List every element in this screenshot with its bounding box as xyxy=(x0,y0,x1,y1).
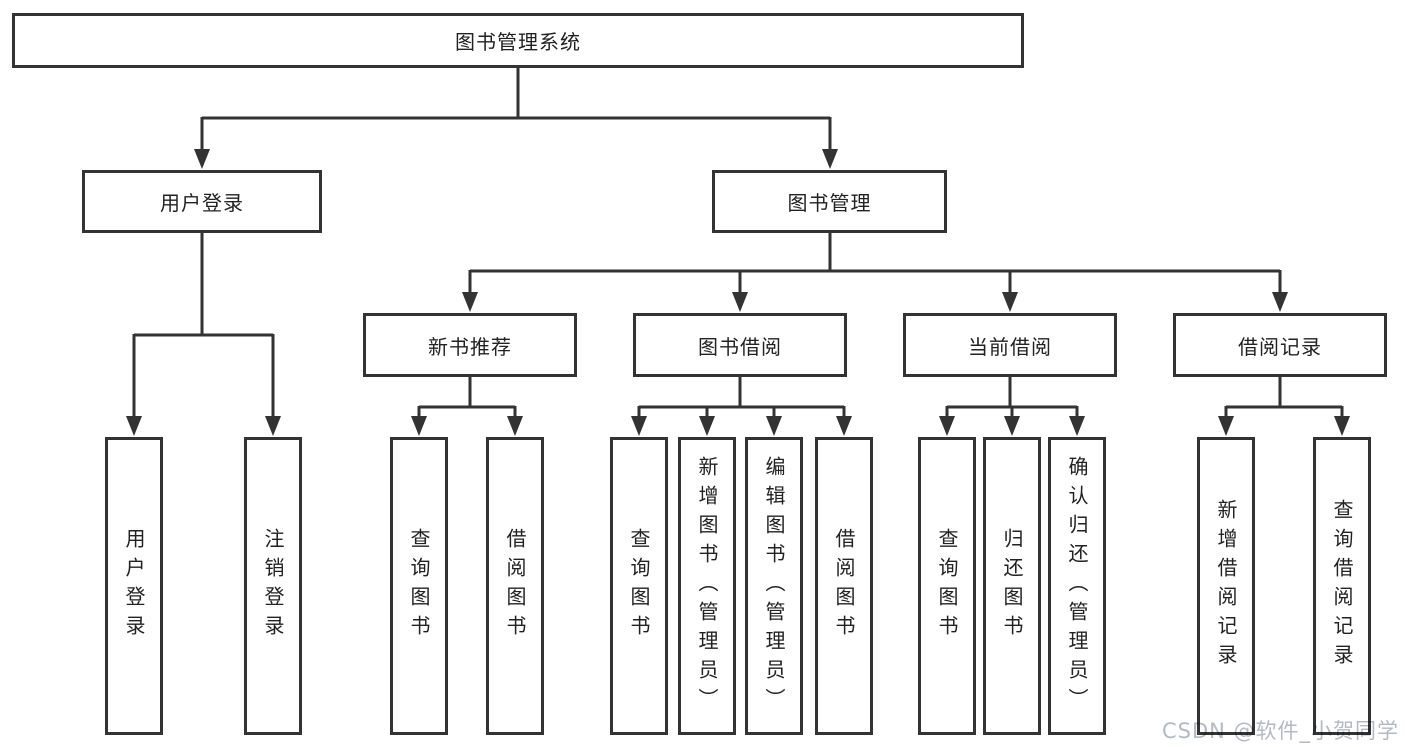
leaf-user-login: 用户登录 xyxy=(105,437,163,735)
leaf-borrow-books-2-label: 借阅图书 xyxy=(832,528,856,644)
leaf-confirm-return-admin-label: 确认归还（管理员） xyxy=(1065,455,1089,717)
node-library-system-label: 图书管理系统 xyxy=(455,30,581,54)
node-book-borrow: 图书借阅 xyxy=(633,313,847,377)
leaf-add-borrow-record: 新增借阅记录 xyxy=(1197,437,1255,735)
leaf-add-borrow-record-label: 新增借阅记录 xyxy=(1214,499,1238,673)
leaf-return-book-label: 归还图书 xyxy=(1000,528,1024,644)
leaf-query-borrow-record: 查询借阅记录 xyxy=(1313,437,1371,735)
node-book-borrow-label: 图书借阅 xyxy=(698,334,782,359)
node-user-login: 用户登录 xyxy=(82,170,322,233)
node-current-borrow: 当前借阅 xyxy=(903,313,1117,377)
leaf-confirm-return-admin: 确认归还（管理员） xyxy=(1048,437,1106,735)
node-borrow-records: 借阅记录 xyxy=(1173,313,1387,377)
node-book-management-label: 图书管理 xyxy=(787,191,872,215)
leaf-return-book: 归还图书 xyxy=(983,437,1041,735)
leaf-borrow-books-1-label: 借阅图书 xyxy=(503,528,527,644)
node-current-borrow-label: 当前借阅 xyxy=(968,334,1052,359)
arrowheads xyxy=(126,149,1350,436)
leaf-query-books-3: 查询图书 xyxy=(918,437,976,735)
leaf-edit-book-admin: 编辑图书（管理员） xyxy=(745,437,803,735)
node-new-book-recommend-label: 新书推荐 xyxy=(428,334,512,359)
leaf-query-books-1-label: 查询图书 xyxy=(407,528,431,644)
leaf-logout-label: 注销登录 xyxy=(261,528,285,644)
leaf-user-login-label: 用户登录 xyxy=(122,528,146,644)
node-borrow-records-label: 借阅记录 xyxy=(1238,334,1322,359)
leaf-query-books-1: 查询图书 xyxy=(390,437,448,735)
leaf-borrow-books-2: 借阅图书 xyxy=(815,437,873,735)
leaf-logout: 注销登录 xyxy=(244,437,302,735)
node-book-management: 图书管理 xyxy=(712,170,947,233)
node-library-system: 图书管理系统 xyxy=(12,13,1024,68)
leaf-add-book-admin-label: 新增图书（管理员） xyxy=(695,455,719,717)
leaf-query-books-3-label: 查询图书 xyxy=(935,528,959,644)
leaf-borrow-books-1: 借阅图书 xyxy=(486,437,544,735)
node-user-login-label: 用户登录 xyxy=(160,191,244,215)
leaf-query-books-2: 查询图书 xyxy=(610,437,668,735)
leaf-query-books-2-label: 查询图书 xyxy=(627,528,651,644)
leaf-query-borrow-record-label: 查询借阅记录 xyxy=(1330,499,1354,673)
leaf-add-book-admin: 新增图书（管理员） xyxy=(678,437,736,735)
leaf-edit-book-admin-label: 编辑图书（管理员） xyxy=(762,455,786,717)
csdn-watermark: CSDN @软件_小贺同学 xyxy=(1162,719,1400,743)
node-new-book-recommend: 新书推荐 xyxy=(363,313,577,377)
